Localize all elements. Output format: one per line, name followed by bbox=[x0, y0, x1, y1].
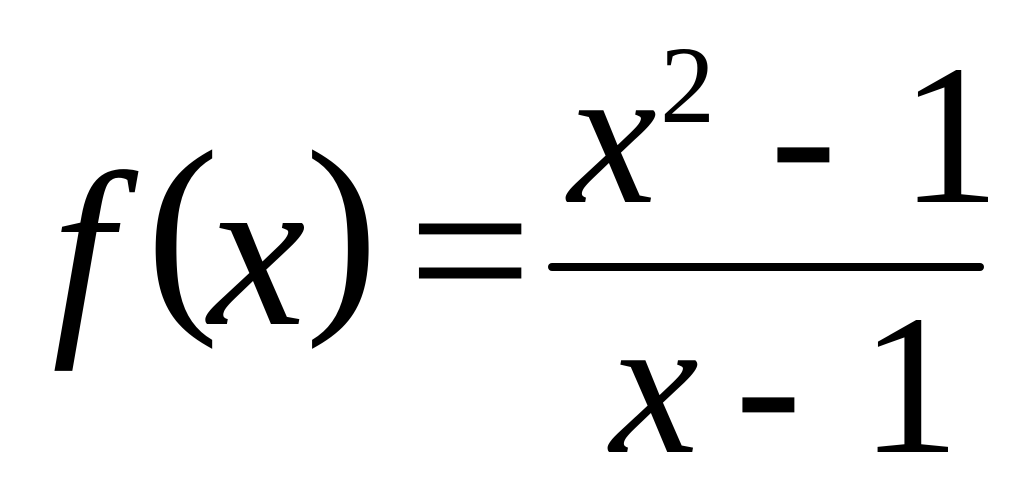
close-paren: ) bbox=[305, 106, 379, 350]
numerator-constant: 1 bbox=[900, 25, 1000, 246]
function-name: f bbox=[52, 128, 114, 372]
denominator-operator: - bbox=[735, 275, 802, 489]
denominator-variable: x bbox=[610, 275, 699, 489]
function-argument: x bbox=[208, 128, 306, 372]
numerator-variable: x bbox=[568, 25, 657, 246]
denominator-constant: 1 bbox=[860, 275, 960, 489]
open-paren: ( bbox=[146, 106, 220, 350]
numerator-exponent: 2 bbox=[660, 24, 715, 146]
equals-sign: = bbox=[408, 128, 533, 372]
fraction-bar bbox=[548, 263, 984, 271]
numerator-operator: - bbox=[770, 25, 837, 246]
